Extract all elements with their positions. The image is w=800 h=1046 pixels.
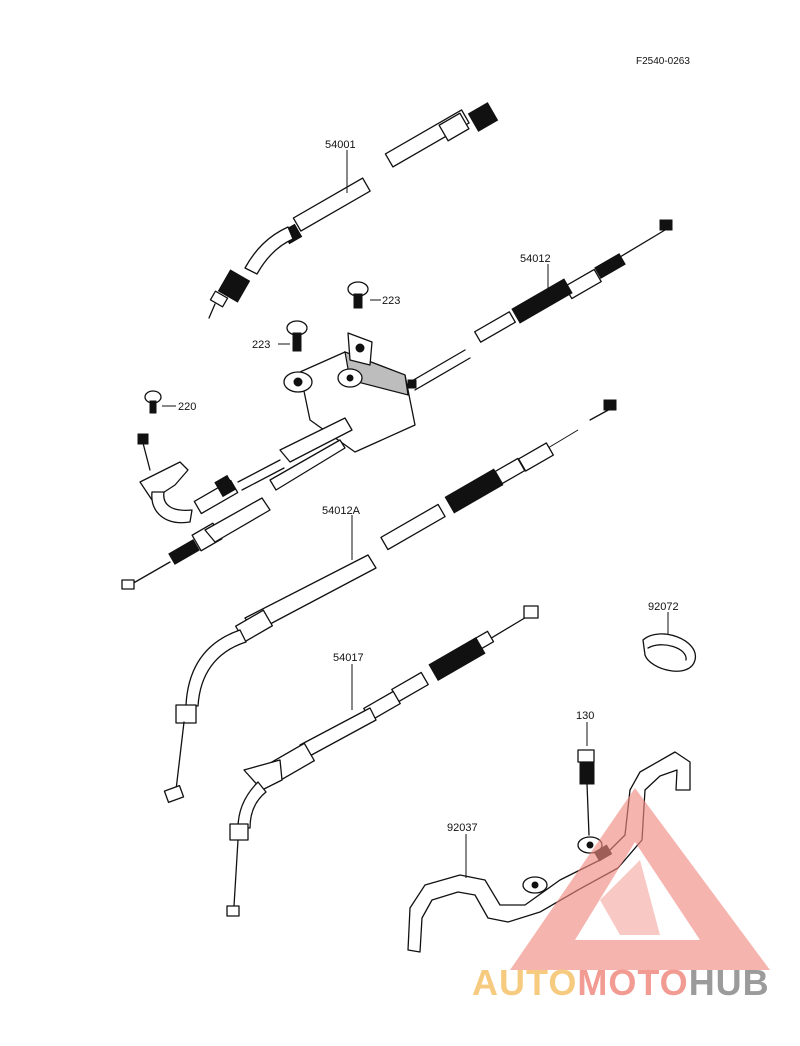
- bolt-130: [577, 722, 595, 836]
- label-220: 220: [178, 401, 196, 413]
- choke-cable-54017: [226, 605, 539, 917]
- speedometer-cable: [208, 102, 499, 319]
- reference-code: F2540-0263: [636, 56, 690, 67]
- label-92072: 92072: [648, 601, 679, 613]
- screw-223-upper: [347, 281, 381, 309]
- label-54017: 54017: [333, 652, 364, 664]
- watermark-logo: AUTOMOTOHUB: [472, 788, 770, 1003]
- watermark-text: AUTOMOTOHUB: [472, 962, 770, 1003]
- label-54012: 54012: [520, 253, 551, 265]
- screw-223-lower: [278, 320, 308, 352]
- label-130: 130: [576, 710, 594, 722]
- throttle-cable-tip: [121, 497, 271, 590]
- screw-220: [144, 390, 176, 414]
- throttle-cable-54012A: [163, 399, 617, 804]
- label-92037: 92037: [447, 822, 478, 834]
- throttle-cable-54012: [474, 219, 673, 343]
- label-223-lower: 223: [252, 339, 270, 351]
- throttle-cable-lower-end: [137, 417, 353, 524]
- label-223-upper: 223: [382, 295, 400, 307]
- label-54001: 54001: [325, 139, 356, 151]
- label-54012A: 54012A: [322, 505, 361, 517]
- hose-clamp: [642, 612, 696, 672]
